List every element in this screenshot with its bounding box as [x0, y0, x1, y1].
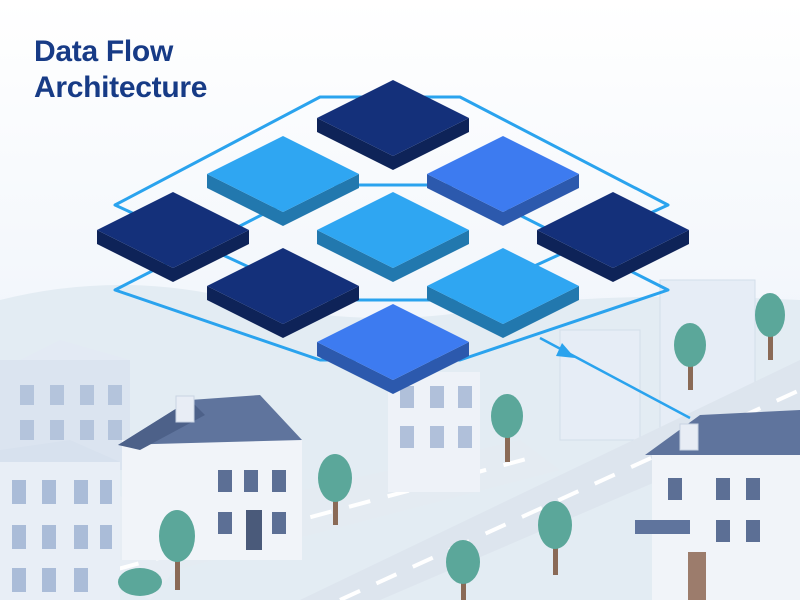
tree-icon	[491, 394, 523, 462]
tile-grid	[97, 80, 689, 394]
data-tile-side	[317, 118, 469, 170]
building-center	[388, 372, 480, 492]
data-tile-side	[427, 174, 579, 226]
data-tile-r0-c2	[537, 192, 689, 282]
data-tile-face	[317, 304, 469, 380]
tree-icon	[446, 540, 480, 600]
tree-icon	[755, 293, 785, 360]
data-tile-side	[317, 342, 469, 394]
data-tile-face	[427, 136, 579, 212]
data-tile-r1-c1	[317, 192, 469, 282]
arrow-icon	[556, 343, 575, 358]
tree-icon	[159, 510, 195, 590]
trees	[118, 293, 785, 600]
data-tile-face	[427, 248, 579, 324]
chimney-icon	[679, 423, 699, 451]
data-tile-face	[207, 248, 359, 324]
data-tile-r2-c1	[207, 248, 359, 338]
data-tile-side	[317, 230, 469, 282]
data-tile-r1-c0	[207, 136, 359, 226]
chimney-icon	[175, 395, 195, 423]
page-title-line-2: Architecture	[34, 71, 208, 104]
data-tile-side	[207, 174, 359, 226]
building-left-front	[0, 440, 120, 600]
data-tile-face	[207, 136, 359, 212]
data-tile-r0-c0	[317, 80, 469, 170]
data-tile-face	[97, 192, 249, 268]
tree-icon	[318, 454, 352, 525]
tree-icon	[674, 323, 706, 390]
data-tile-r0-c1	[427, 136, 579, 226]
tree-icon	[538, 501, 572, 575]
data-tile-face	[317, 80, 469, 156]
data-tile-side	[537, 230, 689, 282]
page-title: Data Flow Architecture	[34, 34, 207, 106]
house-right	[635, 410, 800, 600]
data-tile-r1-c2	[427, 248, 579, 338]
house-icon	[118, 395, 302, 560]
page-title-line-1: Data Flow	[34, 35, 173, 68]
data-tile-side	[427, 286, 579, 338]
data-tile-side	[207, 286, 359, 338]
data-tile-face	[537, 192, 689, 268]
shrub-icon	[118, 568, 162, 596]
data-tile-face	[317, 192, 469, 268]
data-tile-r2-c0	[97, 192, 249, 282]
data-tile-side	[97, 230, 249, 282]
data-tile-r2-c2	[317, 304, 469, 394]
